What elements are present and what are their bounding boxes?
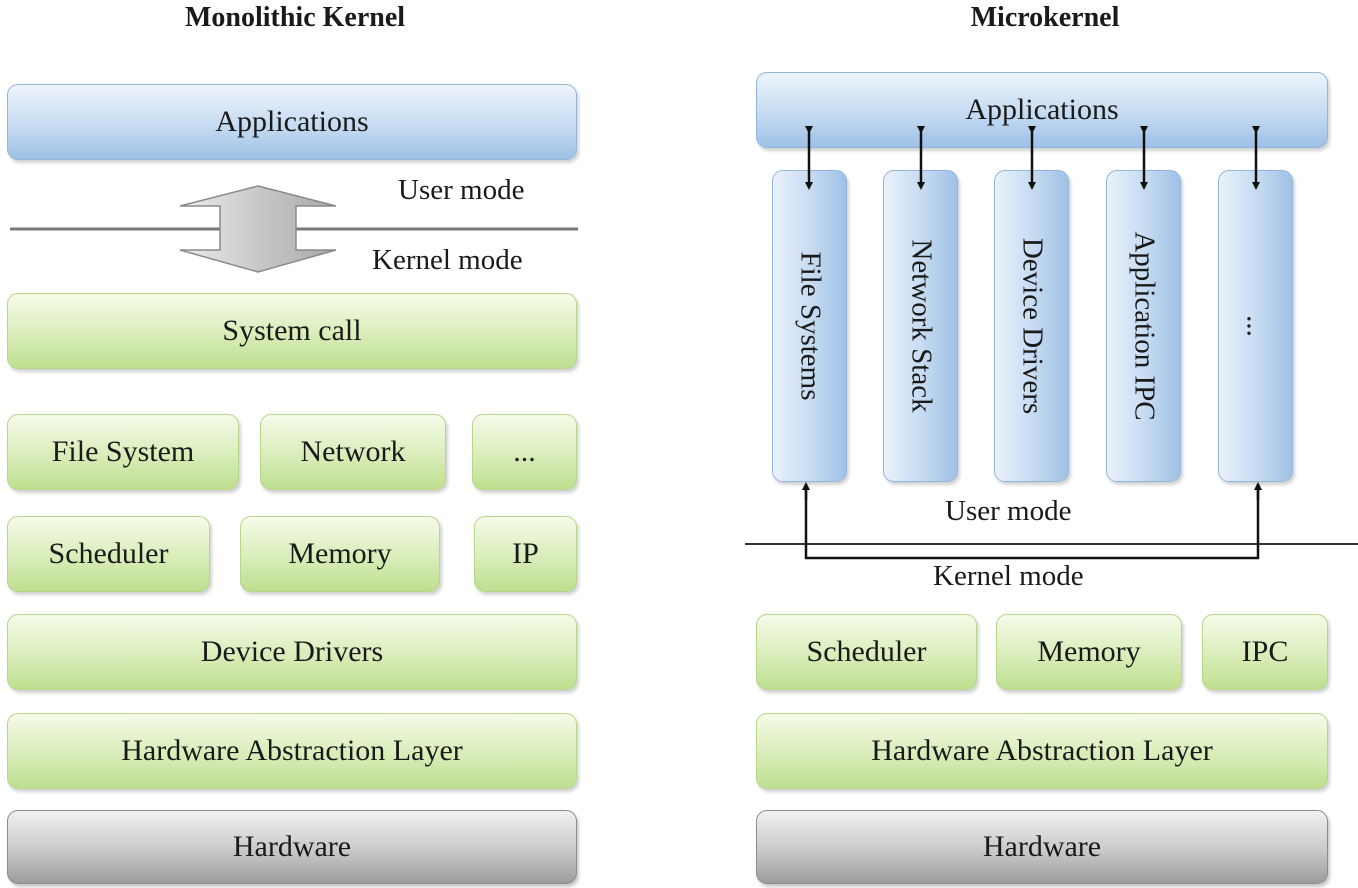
micro-hardware-label: Hardware (982, 830, 1102, 863)
micro-hal-box: Hardware Abstraction Layer (756, 713, 1328, 789)
mono-system-call-box: System call (7, 293, 577, 369)
micro-server-device-drivers: Device Drivers (994, 170, 1069, 482)
mono-scheduler-box: Scheduler (7, 516, 210, 592)
mono-kernel-mode-label: Kernel mode (372, 244, 523, 276)
micro-server-ellipsis: ... (1218, 170, 1293, 482)
micro-ipc-box: IPC (1202, 614, 1328, 690)
micro-applications-label: Applications (965, 93, 1119, 126)
mono-device-drivers-box: Device Drivers (7, 614, 577, 690)
mono-ellipsis-label: ... (513, 435, 536, 468)
mono-hal-box: Hardware Abstraction Layer (7, 713, 577, 789)
mono-memory-label: Memory (288, 537, 392, 570)
mono-double-arrow-icon (179, 185, 337, 273)
micro-server-network-stack: Network Stack (883, 170, 958, 482)
micro-kernel-mode-label: Kernel mode (933, 560, 1084, 592)
mono-hardware-label: Hardware (232, 830, 352, 863)
micro-server-application-ipc: Application IPC (1106, 170, 1181, 482)
mono-hardware-box: Hardware (7, 810, 577, 884)
mono-system-call-label: System call (222, 314, 362, 347)
micro-hal-label: Hardware Abstraction Layer (871, 734, 1213, 767)
micro-applications-box: Applications (756, 72, 1328, 148)
mono-applications-label: Applications (215, 105, 369, 138)
mono-ip-box: IP (474, 516, 577, 592)
mono-network-label: Network (300, 435, 406, 468)
micro-scheduler-label: Scheduler (806, 635, 927, 668)
mono-ip-label: IP (512, 537, 539, 570)
microkernel-title: Microkernel (970, 2, 1120, 33)
mono-hal-label: Hardware Abstraction Layer (121, 734, 463, 767)
micro-memory-label: Memory (1037, 635, 1141, 668)
micro-scheduler-box: Scheduler (756, 614, 977, 690)
mono-file-system-label: File System (51, 435, 195, 468)
micro-ipc-label: IPC (1241, 635, 1289, 668)
mono-applications-box: Applications (7, 84, 577, 160)
mono-ellipsis-box: ... (472, 414, 577, 490)
micro-server-file-systems: File Systems (772, 170, 847, 482)
mono-file-system-box: File System (7, 414, 239, 490)
mono-network-box: Network (260, 414, 446, 490)
mono-scheduler-label: Scheduler (48, 537, 169, 570)
mono-user-mode-label: User mode (398, 174, 525, 206)
micro-memory-box: Memory (996, 614, 1182, 690)
micro-user-mode-label: User mode (945, 495, 1072, 527)
micro-hardware-box: Hardware (756, 810, 1328, 884)
mono-memory-box: Memory (240, 516, 440, 592)
mono-device-drivers-label: Device Drivers (200, 635, 384, 668)
monolithic-title: Monolithic Kernel (184, 2, 406, 33)
micro-kernel-loop (804, 487, 1260, 560)
